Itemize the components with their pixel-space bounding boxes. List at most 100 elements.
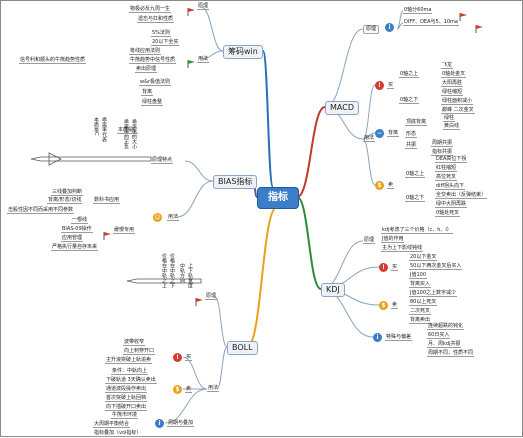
- macd-sell-node: 高位死叉: [435, 174, 458, 181]
- bias-node: 三线叠加判断: [51, 189, 84, 196]
- macd-buy-node: 0轴处金叉: [441, 71, 467, 78]
- macd-beili-node: 黄白线: [443, 123, 461, 130]
- macd-sell-node: 0轴之下: [405, 195, 426, 202]
- bias-node: 缓慢专用: [113, 227, 136, 234]
- macd-yuanli-node: DIFF、DEA与5、10ma: [403, 19, 459, 26]
- edge-macd: [296, 106, 326, 198]
- boll-tail-node: 大周期平衡结合: [93, 421, 131, 428]
- edge-macd-sell: [362, 138, 376, 186]
- sell-icon: $: [375, 181, 384, 190]
- edge-boll-buy: [182, 356, 208, 390]
- kdj-sell: 卖: [391, 302, 399, 309]
- kdj-buy-node: 50以下两次金叉后买入: [409, 263, 463, 270]
- boll-buy-node: 主升浪突破上轨追卖: [105, 357, 153, 364]
- macd-sell-node: diff拐头向下: [435, 183, 466, 190]
- kdj-buy-node: J值100之上数字减少: [409, 290, 458, 297]
- macd-buy-node: 0轴之上: [399, 71, 420, 78]
- macd-buy-node: 巅峰 二次金叉: [441, 107, 475, 114]
- macd-buy-node: 大阳再胜: [441, 80, 464, 87]
- edge-boll-yuanli: [214, 296, 228, 348]
- weight-node: 背离: [141, 89, 154, 96]
- boll-sell-node: 条件：中轨向上: [111, 368, 149, 375]
- kdj-sell-node: 80以上死叉: [409, 299, 438, 306]
- macd-yuanli-node: 0轴分60ma: [403, 7, 433, 14]
- macd-sell-node: 全交卖出（反弹结束）: [435, 192, 488, 199]
- bias-node: 击股性因不同而采用不同参数: [7, 207, 75, 214]
- center-node[interactable]: 指标: [257, 187, 299, 209]
- bias-node: 一根线: [71, 217, 89, 224]
- edge-kdj: [296, 196, 322, 290]
- fishbone-tail: [48, 152, 62, 166]
- weight-node: 遗忘与扛和性质: [137, 16, 175, 23]
- macd-sell: 卖: [387, 182, 395, 189]
- divergence-icon: ~: [375, 129, 384, 138]
- boll-buy-node: 波带收窄: [123, 339, 146, 346]
- weight-node: w&r极值法则: [139, 79, 172, 86]
- boll-vertical: 价格在中轨之上: [161, 253, 167, 288]
- boll-buy-node: 向上刺穿开口: [123, 348, 156, 355]
- macd-beili-node: 顶底背离: [405, 119, 428, 126]
- kdj-buy-node: 20以下金叉: [409, 254, 438, 261]
- bias-node: 背离/形态/切线: [47, 197, 83, 204]
- edge-boll: [246, 206, 278, 348]
- boll-sell: 卖: [185, 386, 193, 393]
- kdj-top-node: J值的作用: [381, 236, 405, 243]
- bias-node: 应用管理: [61, 235, 84, 242]
- edge-weight-yongfa: [200, 50, 224, 60]
- boll-vertical: 价格在中轨之下: [169, 253, 175, 288]
- bias-vertical: 乖离率代表: [101, 117, 107, 142]
- kdj-sell-node: 背离卖出: [409, 317, 432, 324]
- weight-node: 信号利和顺头的牛熊趋势性质: [19, 57, 87, 64]
- boll-sell-node: 下破轨道 3天确认卖出: [105, 377, 157, 384]
- macd-sell-node: DEA高位下拐: [435, 156, 468, 163]
- boll-sell-node: 向下插破开口卖出: [105, 404, 148, 411]
- kdj-buy-node: J值100: [409, 272, 428, 279]
- branch-kdj[interactable]: KDJ: [321, 283, 345, 297]
- macd-beili-node: 形态: [405, 131, 418, 138]
- weight-yuanli: 原理: [197, 3, 210, 10]
- edge-weight: [262, 50, 274, 188]
- edge-kdj-yuanli: [320, 240, 364, 290]
- period-icon: i: [155, 419, 164, 428]
- bias-vertical: 本质是C: [93, 117, 99, 136]
- kdj-top-node: kdj考虑了三个价格（c、h、l）: [381, 227, 453, 234]
- weight-node: 20以下全买: [151, 39, 180, 46]
- buy-icon: !: [379, 263, 388, 272]
- kdj-yuanli: 原理: [363, 237, 376, 244]
- kdj-special: 特殊与偏差: [385, 334, 413, 341]
- edge-bias-yuanli: [184, 160, 214, 182]
- macd-buy-node: 飞龙: [441, 62, 454, 69]
- weight-node: 5%法则: [151, 30, 171, 37]
- boll-yuanli: 原理: [205, 293, 218, 300]
- kdj-special-node: 周期不同，性质不同: [427, 350, 475, 357]
- flag-icon: [459, 6, 467, 21]
- macd-beili-node: 绿柱: [443, 115, 456, 122]
- boll-tail-label: 周期与叠加: [167, 420, 195, 427]
- flag-icon: [187, 1, 195, 16]
- kdj-special-node: 月、周kdj共振: [427, 341, 462, 348]
- boll-buy: 买: [185, 354, 193, 361]
- flag-icon: [195, 291, 203, 306]
- fishbone-arrow: [126, 278, 202, 284]
- weight-yongfa: 用法: [197, 56, 210, 63]
- branch-macd[interactable]: MACD: [325, 101, 359, 115]
- kdj-buy: 买: [391, 264, 399, 271]
- buy-icon: !: [375, 81, 384, 90]
- kdj-top-node: 主为上下影线钝线: [381, 245, 424, 252]
- edge-boll-yongfa: [216, 346, 228, 390]
- boll-tail-node: 指标叠加（vol指标）: [93, 430, 143, 437]
- branch-bias[interactable]: BIAS指标: [213, 175, 258, 189]
- sell-icon: $: [173, 385, 182, 394]
- sell-icon: $: [379, 301, 388, 310]
- boll-yongfa: 用法: [207, 385, 220, 392]
- branch-boll[interactable]: BOLL: [227, 341, 258, 355]
- special-icon: i: [373, 333, 382, 342]
- kdj-special-node: 60日买入: [427, 332, 451, 339]
- macd-sell-node: 0轴处死叉: [435, 210, 461, 217]
- edge-boll-tail: [164, 388, 208, 424]
- edge-weight-yuanli: [200, 6, 224, 52]
- macd-beili-node: 共振: [405, 142, 418, 149]
- bias-vertical: 乖离率的大小: [131, 119, 137, 149]
- branch-weight[interactable]: 筹码win: [223, 45, 263, 59]
- boll-sell-node: 首次突破上轨回档: [105, 395, 148, 402]
